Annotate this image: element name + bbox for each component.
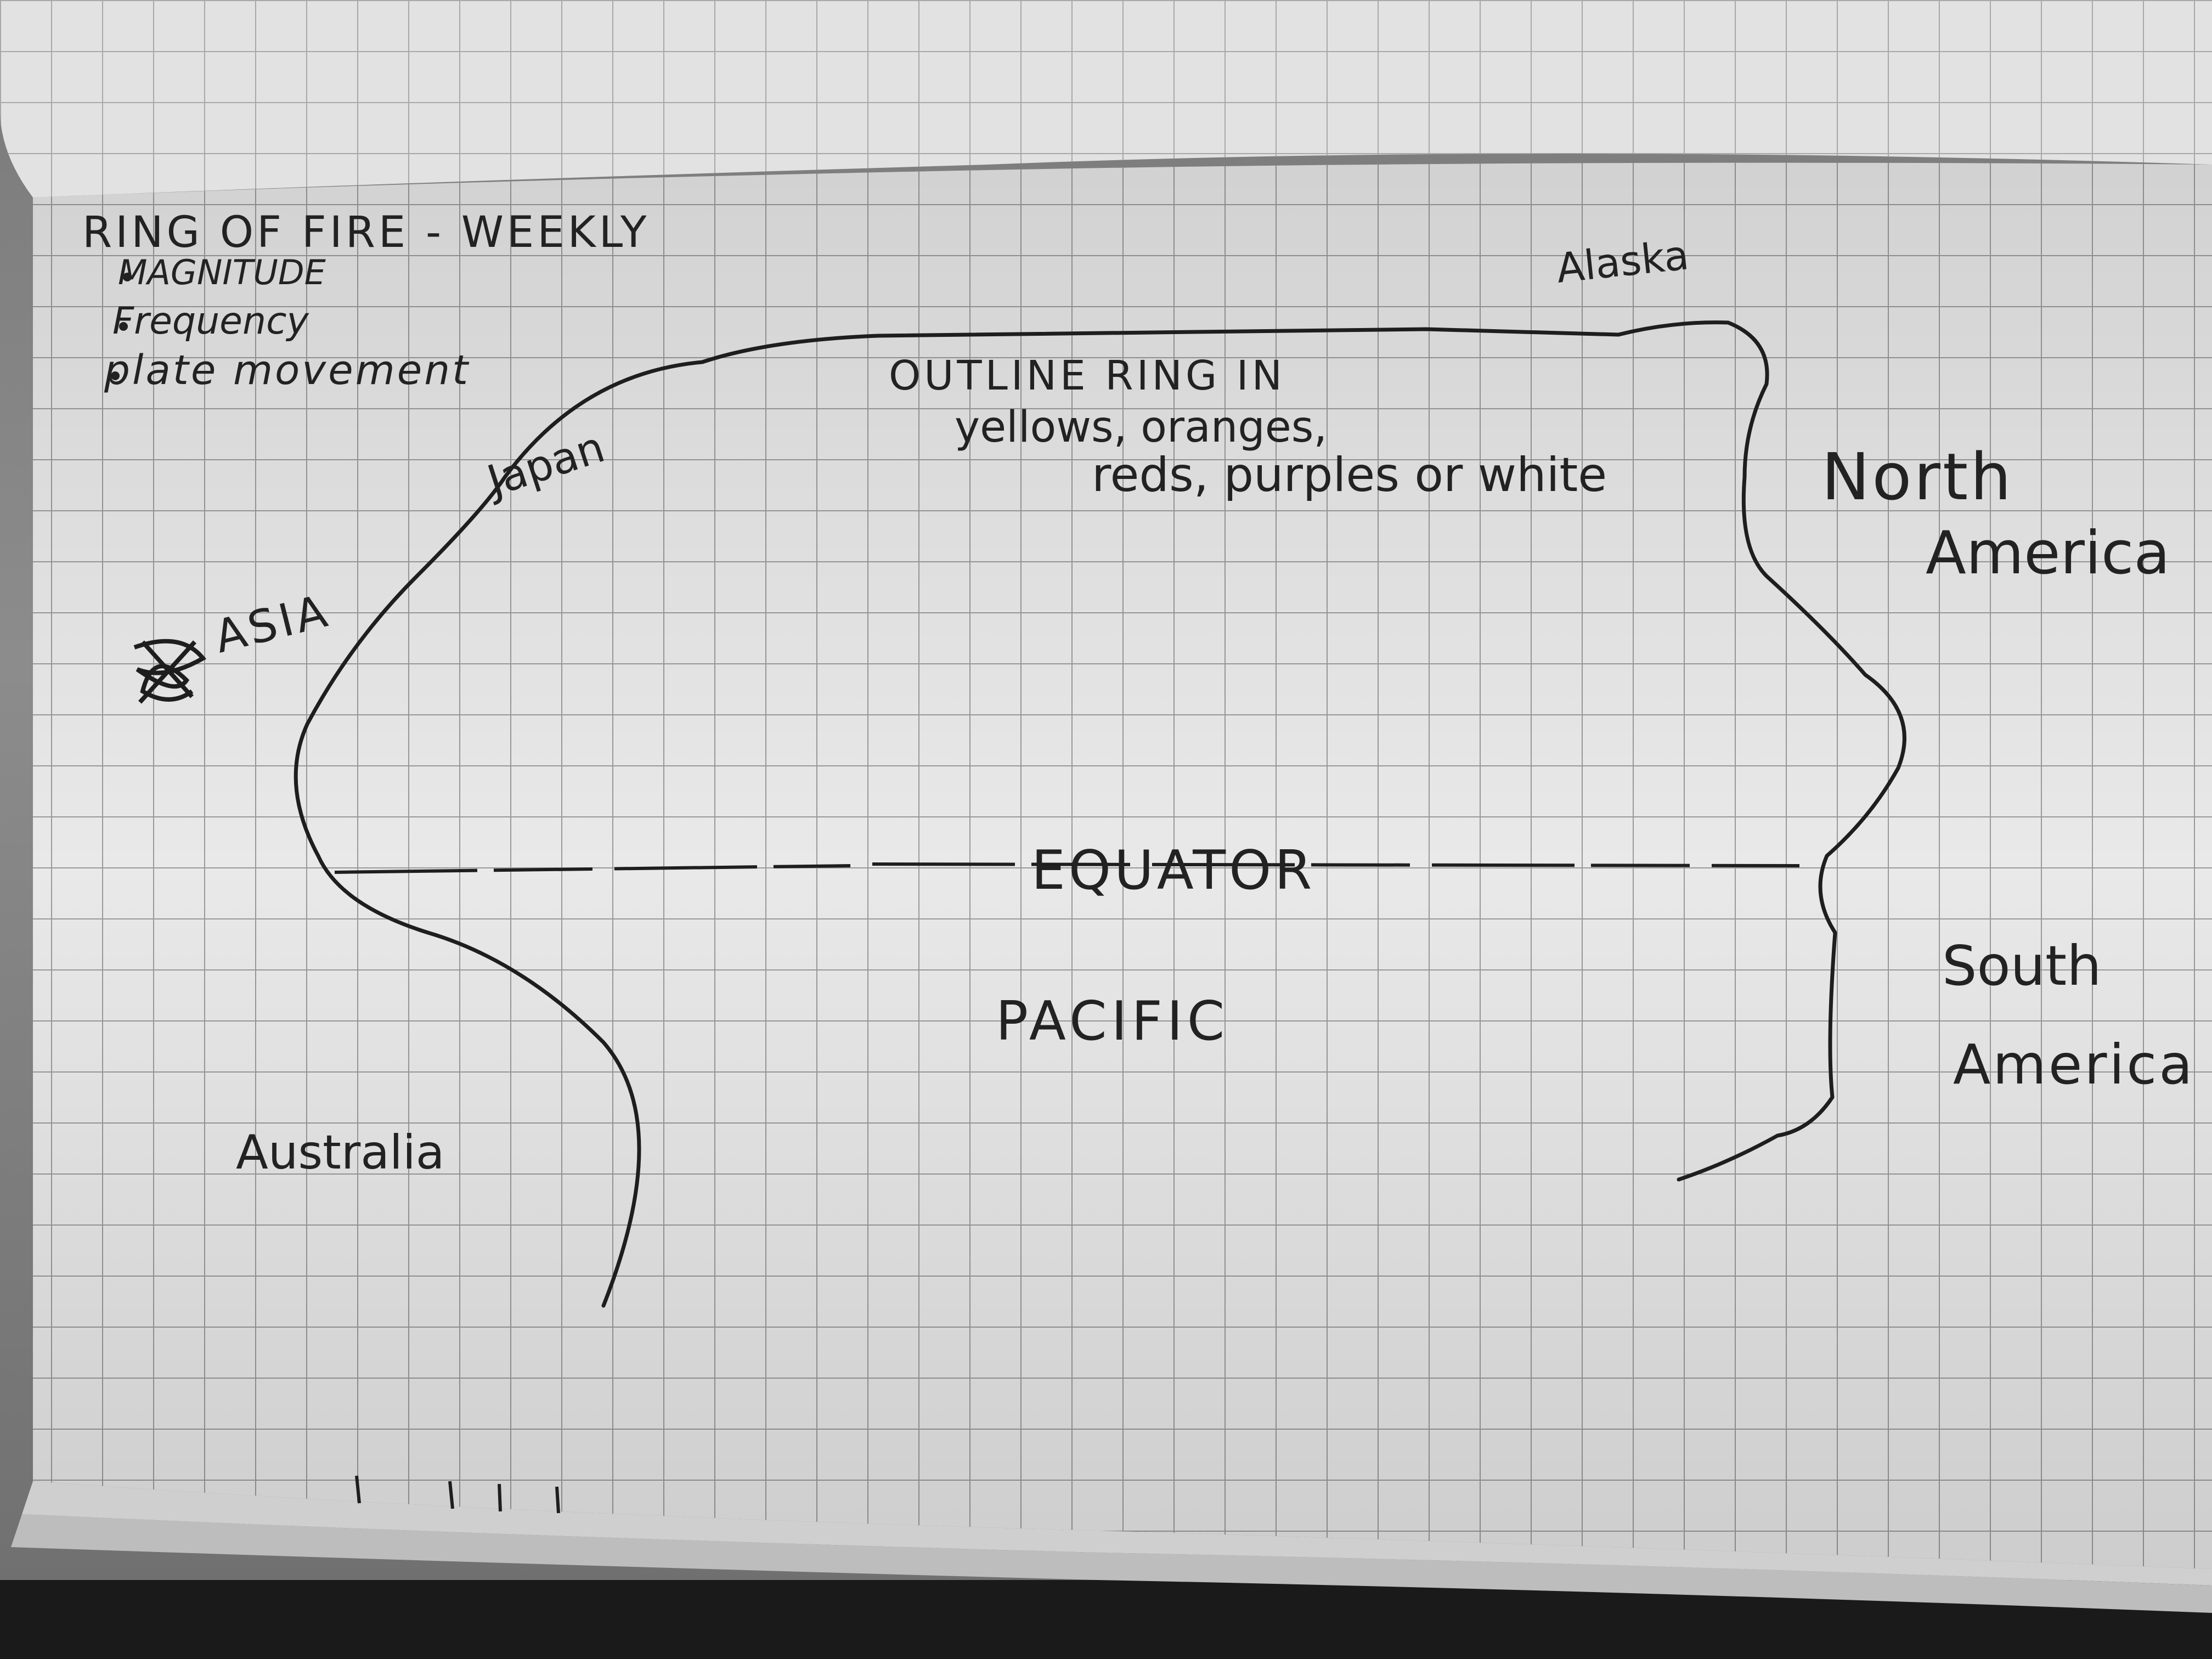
instruction-line-2: yellows, oranges, [955,403,1327,452]
label-america-south: America [1953,1032,2195,1097]
label-equator: EQUATOR [1031,839,1315,902]
instruction-line-3: reds, purples or white [1092,448,1607,503]
label-australia: Australia [236,1125,444,1180]
bullet-frequency: Frequency [112,300,309,343]
bullet-plate-movement: plate movement [104,347,470,394]
label-south: South [1942,934,2102,998]
page-tick-marks [355,1475,560,1514]
bullet-dot [111,371,120,380]
ring-of-fire-outline [294,320,1906,1308]
bullet-dot [123,273,132,281]
equator-line [334,862,1800,874]
bullet-dot [119,322,128,331]
bullet-magnitude: MAGNITUDE [118,252,326,292]
instruction-line-1: OUTLINE RING IN [889,352,1285,399]
label-north: North [1821,439,2013,515]
label-pacific: PACIFIC [996,990,1229,1053]
notes-title: RING OF FIRE - WEEKLY [82,208,650,257]
scribble-mark [133,639,207,704]
label-america-north: America [1926,519,2170,588]
